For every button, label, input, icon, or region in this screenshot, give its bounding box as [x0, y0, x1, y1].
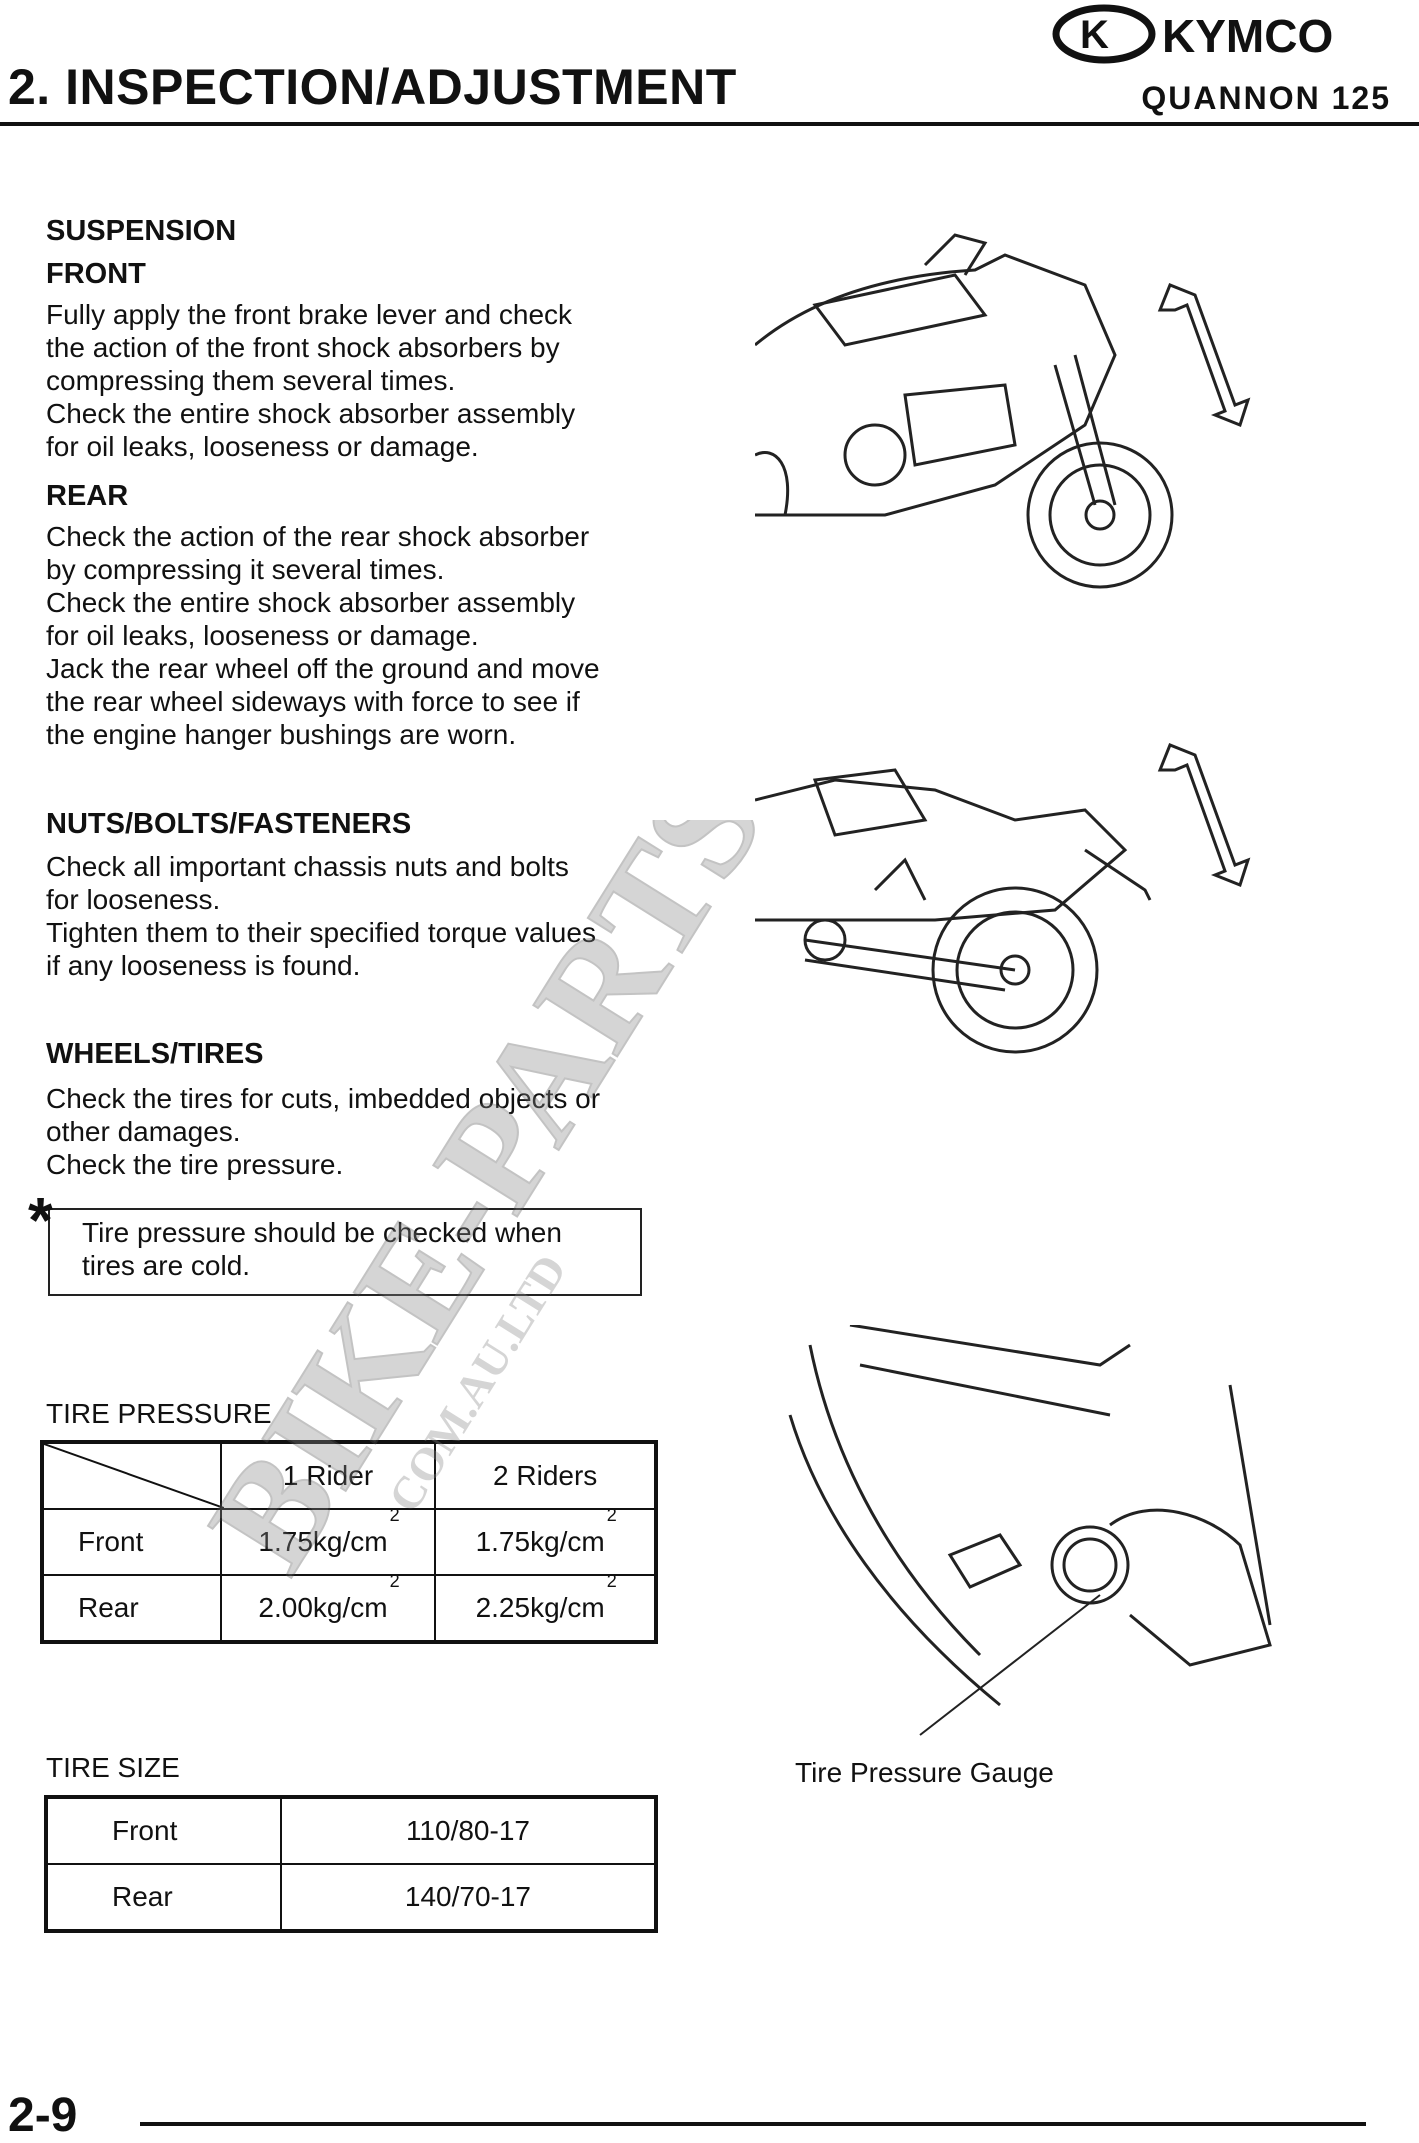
text-line: Check the entire shock absorber assembly	[46, 587, 576, 618]
model-name: QUANNON 125	[1141, 80, 1391, 116]
pressure-cell: 1.75kg/cm2	[219, 1505, 437, 1576]
text-line: the engine hanger bushings are worn.	[46, 719, 517, 750]
table-row: 1 Rider 2 Riders	[41, 1441, 657, 1510]
pressure-cell: 1.75kg/cm2	[434, 1505, 657, 1576]
page-number: 2-9	[8, 2089, 78, 2142]
suspension-heading: SUSPENSION	[46, 215, 237, 247]
kymco-logo: K KYMCO	[1052, 4, 1333, 64]
row-label: Front	[41, 1508, 222, 1576]
row-label: Rear	[41, 1574, 222, 1643]
note-box	[48, 1208, 642, 1296]
rear-heading: REAR	[46, 480, 129, 512]
front-suspension-illustration	[755, 233, 1251, 589]
rear-suspension-illustration	[755, 743, 1251, 1054]
note-text: Tire pressure should be checked when tir…	[82, 1216, 562, 1282]
nuts-heading: NUTS/BOLTS/FASTENERS	[46, 808, 412, 840]
wheels-paragraph: Check the tires for cuts, imbedded objec…	[46, 1082, 600, 1181]
pressure-cell: 2.00kg/cm2	[219, 1571, 437, 1643]
text-line: Check all important chassis nuts and bol…	[46, 851, 569, 882]
double-arrow-icon	[1157, 743, 1251, 887]
table-row: Front 1.75kg/cm2 1.75kg/cm2	[41, 1505, 657, 1576]
header-rule	[0, 122, 1419, 126]
double-arrow-icon	[1157, 283, 1251, 427]
text-line: compressing them several times.	[46, 365, 456, 396]
text-line: Check the tires for cuts, imbedded objec…	[46, 1083, 601, 1114]
tire-size-table: Front 110/80-17 Rear 140/70-17	[44, 1795, 658, 1933]
text-line: the rear wheel sideways with force to se…	[46, 686, 580, 717]
diagonal-corner-cell	[41, 1441, 224, 1510]
leader-line	[919, 1594, 1101, 1736]
gauge-caption: Tire Pressure Gauge	[795, 1757, 1054, 1788]
text-line: Tighten them to their specified torque v…	[46, 917, 596, 948]
text-line: for oil leaks, looseness or damage.	[46, 620, 479, 651]
text-line: Check the entire shock absorber assembly	[46, 398, 576, 429]
front-heading: FRONT	[46, 258, 146, 290]
table-row: Rear 140/70-17	[45, 1863, 658, 1932]
tire-gauge-illustration	[788, 1325, 1272, 1736]
text-line: by compressing it several times.	[46, 554, 445, 585]
size-cell: 140/70-17	[279, 1863, 658, 1932]
text-line: Check the tire pressure.	[46, 1149, 344, 1180]
tire-pressure-title: TIRE PRESSURE	[46, 1398, 272, 1429]
column-header: 1 Rider	[219, 1441, 437, 1510]
page-title: 2. INSPECTION/ADJUSTMENT	[8, 59, 737, 115]
wheels-heading: WHEELS/TIRES	[46, 1038, 264, 1070]
row-label: Front	[45, 1796, 282, 1865]
text-line: Tire pressure should be checked when	[82, 1217, 562, 1248]
table-row: Rear 2.00kg/cm2 2.25kg/cm2	[41, 1571, 657, 1643]
size-cell: 110/80-17	[279, 1796, 658, 1865]
row-label: Rear	[45, 1863, 282, 1932]
nuts-paragraph: Check all important chassis nuts and bol…	[46, 850, 596, 982]
tire-pressure-table: 1 Rider 2 Riders Front 1.75kg/cm2 1.75kg…	[40, 1440, 658, 1644]
pressure-cell: 2.25kg/cm2	[434, 1571, 657, 1643]
text-line: Fully apply the front brake lever and ch…	[46, 299, 573, 330]
column-header: 2 Riders	[434, 1441, 657, 1510]
rear-paragraph: Check the action of the rear shock absor…	[46, 520, 600, 751]
text-line: Check the action of the rear shock absor…	[46, 521, 590, 552]
text-line: other damages.	[46, 1116, 241, 1147]
svg-text:K: K	[1080, 13, 1109, 57]
text-line: the action of the front shock absorbers …	[46, 332, 560, 363]
svg-text:KYMCO: KYMCO	[1162, 10, 1333, 62]
text-line: Jack the rear wheel off the ground and m…	[46, 653, 600, 684]
table-row: Front 110/80-17	[45, 1796, 658, 1865]
text-line: for looseness.	[46, 884, 221, 915]
text-line: for oil leaks, looseness or damage.	[46, 431, 479, 462]
front-paragraph: Fully apply the front brake lever and ch…	[46, 298, 575, 463]
text-line: if any looseness is found.	[46, 950, 361, 981]
note-asterisk: *	[28, 1184, 53, 1256]
text-line: tires are cold.	[82, 1250, 251, 1281]
footer-rule	[140, 2122, 1366, 2126]
tire-size-title: TIRE SIZE	[46, 1752, 180, 1783]
